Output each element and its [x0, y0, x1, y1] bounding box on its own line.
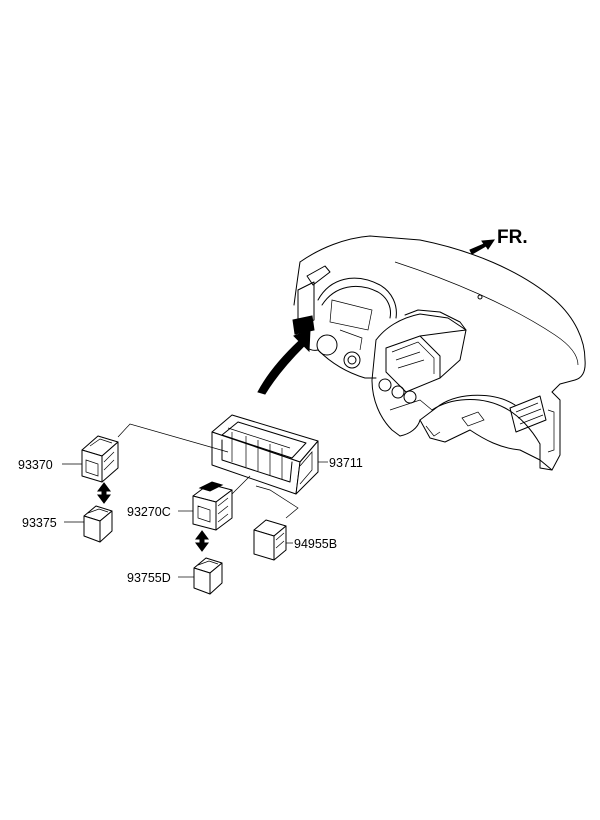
assembly-arrow-left: [97, 482, 111, 504]
switch-cover-93755D: [193, 557, 223, 595]
front-direction-indicator: FR.: [469, 227, 528, 255]
front-direction-arrow: [469, 239, 495, 255]
switch-cover-93375: [83, 505, 113, 543]
bezel-leader-line: [117, 423, 229, 453]
blank-cover-94955B: [253, 519, 287, 561]
part-label-93370: 93370: [18, 458, 53, 472]
assembly-arrow-center: [195, 530, 209, 552]
blank-cover-leader-line: [255, 485, 299, 519]
dashboard-assembly: [292, 235, 586, 471]
part-label-93755D: 93755D: [127, 571, 171, 585]
part-label-94955B: 94955B: [294, 537, 337, 551]
switch-93270C: [192, 481, 233, 531]
switch-bezel-93711: [211, 414, 319, 495]
direction-label: FR.: [497, 227, 528, 248]
part-label-93375: 93375: [22, 516, 57, 530]
switch-93370: [81, 435, 119, 483]
part-label-93711: 93711: [329, 456, 363, 470]
location-pointer-arrow: [257, 329, 311, 395]
part-label-93270C: 93270C: [127, 505, 171, 519]
